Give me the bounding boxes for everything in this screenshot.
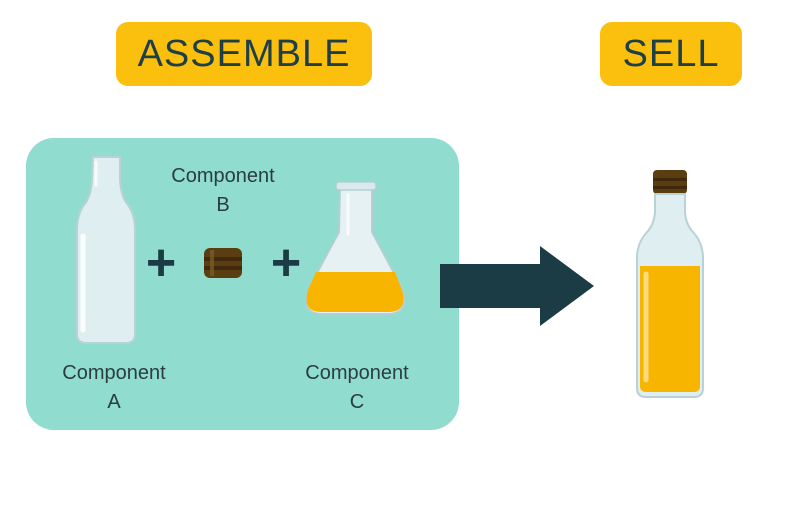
sell-label: SELL [622,32,720,75]
empty-bottle-icon [76,156,136,344]
plus-operator-1: + [145,234,177,292]
sell-badge: SELL [600,22,742,86]
flask-icon [305,181,406,315]
assemble-badge: ASSEMBLE [116,22,372,86]
component-c-label: Component C [305,362,409,413]
arrow-right-icon [440,246,594,326]
filled-bottle-icon [636,170,704,398]
component-a-label: Component A [62,362,166,413]
component-b-label: Component B [171,165,275,216]
bottle-cap-icon [204,248,242,278]
assemble-label: ASSEMBLE [137,32,351,75]
plus-operator-2: + [270,234,302,292]
